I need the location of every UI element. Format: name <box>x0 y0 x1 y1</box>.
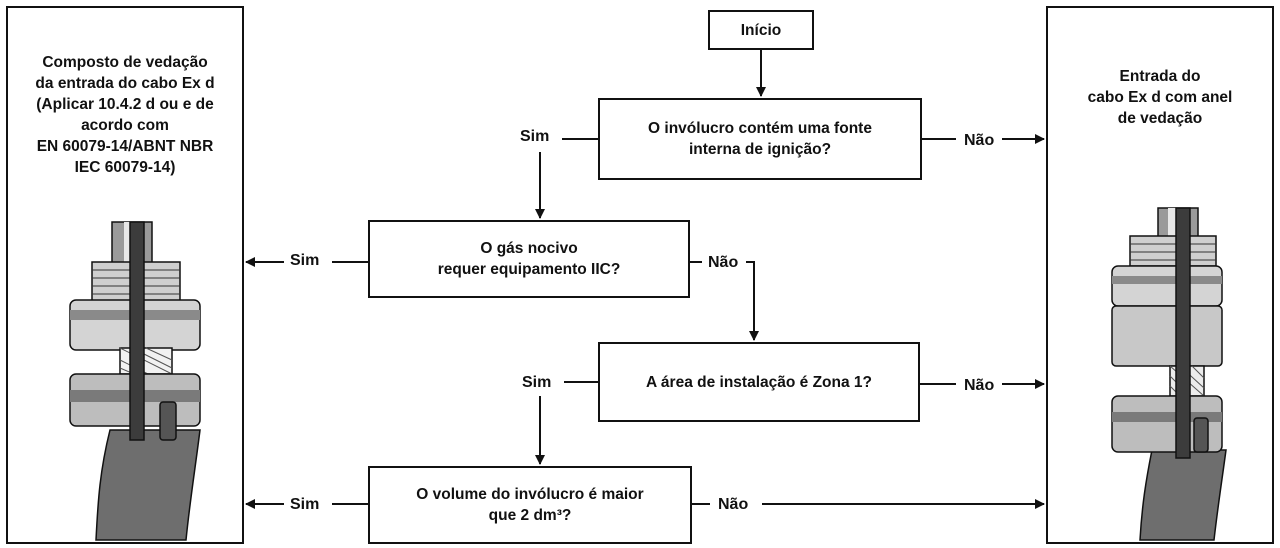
q2-no-arrow <box>746 261 759 341</box>
left-result-text: Composto de vedação da entrada do cabo E… <box>8 52 242 178</box>
q3-no-label: Não <box>964 377 995 394</box>
question-2-line-2: requer equipamento IIC? <box>437 261 621 278</box>
question-4-line-1: O volume do invólucro é maior <box>416 486 644 503</box>
question-1-line-1: O invólucro contém uma fonte <box>648 120 872 137</box>
question-2-line-1: O gás nocivo <box>480 240 578 257</box>
question-3-box <box>598 342 920 422</box>
question-3-text: A área de instalação é Zona 1? <box>600 372 918 393</box>
q1-yes-label: Sim <box>520 128 550 145</box>
q4-no-label: Não <box>718 496 749 513</box>
question-2-box <box>368 220 690 298</box>
q1-no-label: Não <box>964 132 995 149</box>
question-1-line-2: interna de ignição? <box>688 141 832 158</box>
right-result-text: Entrada do cabo Ex d com anel de vedação <box>1048 66 1272 129</box>
right-result-line-2: cabo Ex d com anel <box>1087 89 1233 106</box>
question-2-text: O gás nocivo requer equipamento IIC? <box>370 238 688 280</box>
cable-gland-compound-illustration <box>69 221 201 541</box>
cable-gland-ring-illustration <box>1111 207 1227 541</box>
q2-no-label: Não <box>708 254 739 271</box>
q3-yes-label: Sim <box>522 374 552 391</box>
start-box <box>708 10 814 50</box>
left-result-line-4: acordo com <box>81 117 169 134</box>
left-result-line-6: IEC 60079-14) <box>74 159 176 176</box>
question-1-text: O invólucro contém uma fonte interna de … <box>600 118 920 160</box>
start-label: Início <box>740 22 782 39</box>
left-result-line-3: (Aplicar 10.4.2 d ou e de <box>36 96 214 113</box>
q4-yes-label: Sim <box>290 496 320 513</box>
question-4-line-2: que 2 dm³? <box>488 507 572 524</box>
question-4-box <box>368 466 692 544</box>
left-result-line-5: EN 60079-14/ABNT NBR <box>36 138 214 155</box>
right-result-line-3: de vedação <box>1117 110 1203 127</box>
q2-yes-label: Sim <box>290 252 320 269</box>
right-result-line-1: Entrada do <box>1119 68 1201 85</box>
question-4-text: O volume do invólucro é maior que 2 dm³? <box>370 484 690 526</box>
question-3-line-1: A área de instalação é Zona 1? <box>646 374 872 391</box>
left-result-line-1: Composto de vedação <box>42 54 208 71</box>
left-result-line-2: da entrada do cabo Ex d <box>35 75 215 92</box>
question-1-box <box>598 98 922 180</box>
